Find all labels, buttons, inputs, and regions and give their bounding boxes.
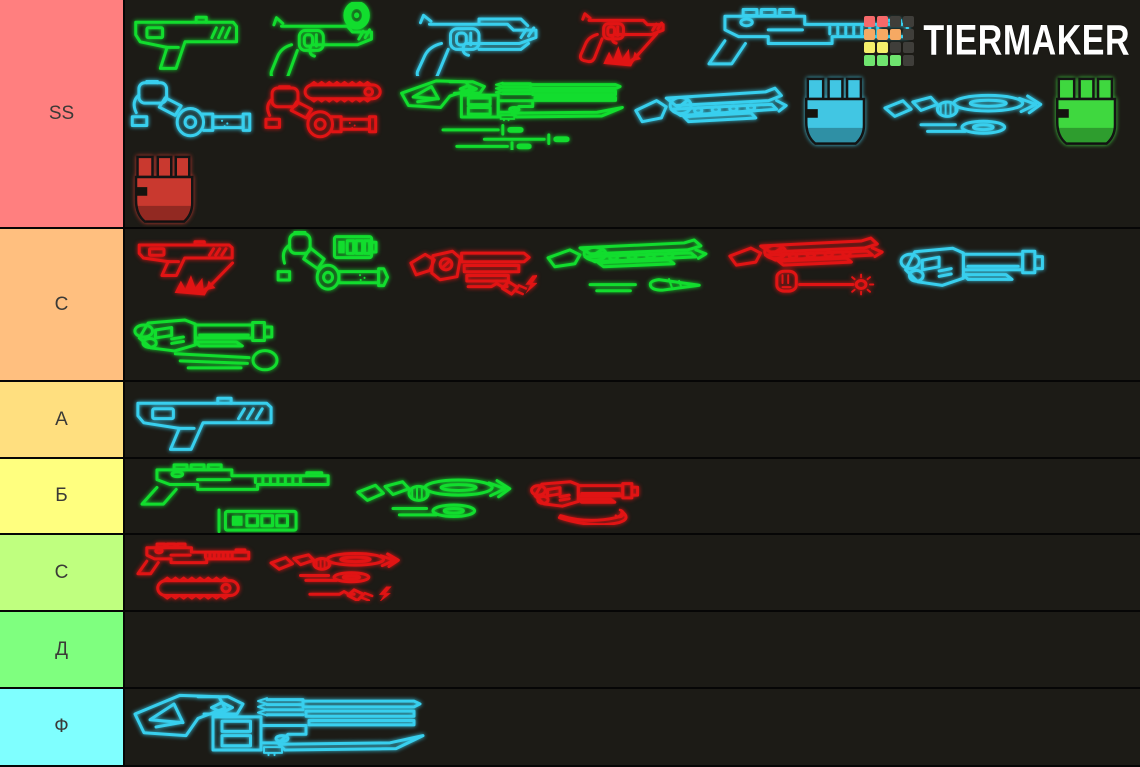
tier-label[interactable]: А	[0, 382, 125, 457]
cyan-blaster-icon[interactable]	[895, 235, 1047, 295]
tier-row-SS: SS	[0, 0, 1140, 229]
tier-row-А: А	[0, 382, 1140, 459]
red-fist-icon[interactable]	[127, 154, 202, 226]
tier-row-С: С	[0, 535, 1140, 612]
green-shotgun-battery-icon[interactable]	[127, 461, 341, 533]
logo-grid-cell	[890, 42, 902, 53]
logo-grid-cell	[877, 42, 889, 53]
tier-row-Ф: Ф	[0, 689, 1140, 767]
tier-content[interactable]	[125, 535, 1140, 610]
cyan-saucer-gun-icon[interactable]	[880, 84, 1044, 144]
cyan-revolver-icon[interactable]	[395, 2, 545, 76]
tier-line	[125, 152, 1140, 228]
tier-line	[125, 382, 1140, 457]
cyan-pistol-icon[interactable]	[129, 385, 277, 455]
cyan-rivet-rifle-icon[interactable]	[631, 82, 791, 144]
tier-label[interactable]: Ф	[0, 689, 125, 765]
logo-grid-cell	[877, 16, 889, 27]
cyan-fist-icon[interactable]	[797, 76, 874, 148]
tier-row-Д: Д	[0, 612, 1140, 689]
tier-label[interactable]: С	[0, 229, 125, 380]
green-pistol-icon[interactable]	[129, 4, 241, 74]
tier-row-Б: Б	[0, 459, 1140, 535]
green-revolver-glow-icon[interactable]	[255, 2, 387, 76]
red-tesla-rifle-icon[interactable]	[407, 237, 537, 299]
tier-line	[125, 459, 1140, 533]
tiermaker-logo-grid-icon	[864, 16, 915, 66]
logo-grid-cell	[877, 29, 889, 40]
tier-line	[125, 76, 1140, 152]
green-fist-icon[interactable]	[1048, 76, 1125, 148]
green-drill-rifle-icon[interactable]	[543, 235, 711, 297]
logo-grid-cell	[864, 55, 876, 66]
cyan-heavy-tank-gun-icon[interactable]	[127, 80, 259, 148]
red-flame-blaster-icon[interactable]	[527, 473, 647, 525]
red-chainsaw-heavy-gun-icon[interactable]	[261, 80, 395, 148]
tier-content[interactable]	[125, 229, 1140, 380]
logo-grid-cell	[903, 29, 915, 40]
logo-grid-cell	[877, 55, 889, 66]
logo-grid-cell	[903, 55, 915, 66]
tier-line	[125, 305, 1140, 381]
logo-grid-cell	[903, 42, 915, 53]
logo-grid-cell	[890, 16, 902, 27]
cyan-railgun-icon[interactable]	[129, 691, 429, 763]
tier-label[interactable]: С	[0, 535, 125, 610]
tier-content[interactable]	[125, 382, 1140, 457]
red-chainsaw-shotgun-icon[interactable]	[129, 541, 259, 603]
tier-content[interactable]	[125, 612, 1140, 687]
tiermaker-logo-text: TIERMAKER	[923, 16, 1130, 65]
logo-grid-cell	[890, 29, 902, 40]
tier-content[interactable]	[125, 689, 1140, 765]
tier-label[interactable]: Д	[0, 612, 125, 687]
logo-grid-cell	[864, 16, 876, 27]
tier-label[interactable]: Б	[0, 459, 125, 533]
tier-label[interactable]: SS	[0, 0, 125, 227]
red-mask-rifle-icon[interactable]	[725, 233, 887, 299]
tier-line	[125, 535, 1140, 610]
green-ball-blaster-icon[interactable]	[129, 309, 289, 373]
tier-line	[125, 229, 1140, 305]
green-saucer-gun-icon[interactable]	[353, 469, 513, 527]
logo-grid-cell	[864, 29, 876, 40]
logo-grid-cell	[864, 42, 876, 53]
red-revolver-burst-icon[interactable]	[565, 4, 681, 72]
tier-line	[125, 689, 1140, 765]
logo-grid-cell	[890, 55, 902, 66]
tiermaker-logo[interactable]: TIERMAKER	[864, 16, 1130, 66]
red-pistol-burst-icon[interactable]	[133, 233, 259, 301]
tier-row-С: С	[0, 229, 1140, 382]
red-plug-saucer-gun-icon[interactable]	[267, 545, 401, 601]
green-battery-gun-icon[interactable]	[273, 231, 401, 301]
tier-content[interactable]	[125, 459, 1140, 533]
logo-grid-cell	[903, 16, 915, 27]
green-railgun-with-darts-icon[interactable]	[397, 78, 627, 150]
